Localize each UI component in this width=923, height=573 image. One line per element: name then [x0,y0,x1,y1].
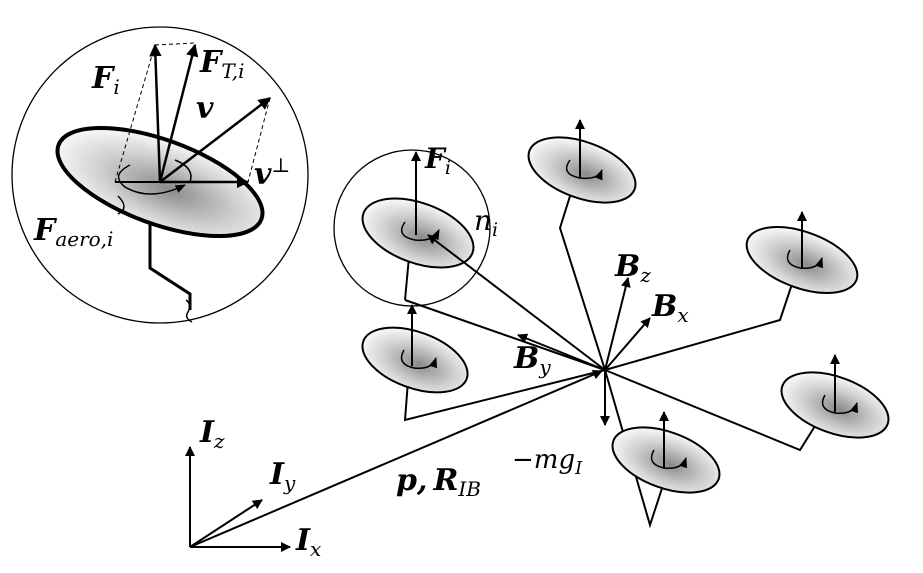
rotor-5 [611,411,721,494]
zoom-arm [148,185,192,310]
arrow-ft-zoom [158,43,199,183]
rotor-4 [780,354,890,439]
arrow-v [159,97,271,183]
label-ft-zoom: FT,i [199,45,244,83]
arrow-by [517,333,606,371]
label-faero: Faero,i [33,213,113,251]
zoom-spin-arrow [117,164,186,195]
rotors [333,119,890,494]
rotor-6-disk [361,326,469,394]
arrow-bz [604,277,631,371]
rotor-3 [745,211,859,294]
label-gravity: −mgI [512,445,583,479]
arrow-bx [604,317,651,371]
dashed-construction-right [247,97,271,183]
rotor-2-disk [527,136,637,204]
zoom-circle [11,26,309,324]
rotor-1 [333,149,491,307]
label-iz: Iz [199,415,225,453]
inertial-frame: Iz Iy Ix p,RIB [185,369,603,561]
label-vperp: v⊥ [254,153,290,192]
label-ix: Ix [295,523,321,561]
rotor-2 [527,119,637,204]
arrow-position-p [189,369,603,548]
label-bx: Bx [651,289,689,327]
dashed-construction-left [114,44,156,183]
label-iy: Iy [269,457,296,495]
rotor-6-spin-icon [400,349,437,370]
aero-force-curve [117,195,125,215]
arrow-fi-zoom [149,43,162,183]
label-fi-rotor: Fi [424,142,451,179]
zoom-rotor-detail: Fi FT,i v v⊥ Faero,i [11,26,309,324]
rotor-5-disk [611,426,721,494]
body-frame: Bz Bx By −mgI [512,249,689,479]
rotor-3-spin-icon [786,249,823,270]
arm-1 [404,299,606,371]
rotor-6 [361,304,469,394]
label-fi-zoom: Fi [91,61,120,99]
label-v: v [196,91,214,126]
label-position-attitude: p,RIB [396,463,481,501]
label-by: By [513,341,551,379]
zoom-arm-break [185,299,193,323]
rotor-1-disk [361,197,475,269]
zoom-spin-arc [174,159,192,183]
label-bz: Bz [614,249,651,287]
label-ni: ni [474,204,498,241]
arrow-iy [189,499,263,548]
rotor-1-body-link-arrow [427,234,606,371]
rotor-4-spin-icon [821,394,858,415]
